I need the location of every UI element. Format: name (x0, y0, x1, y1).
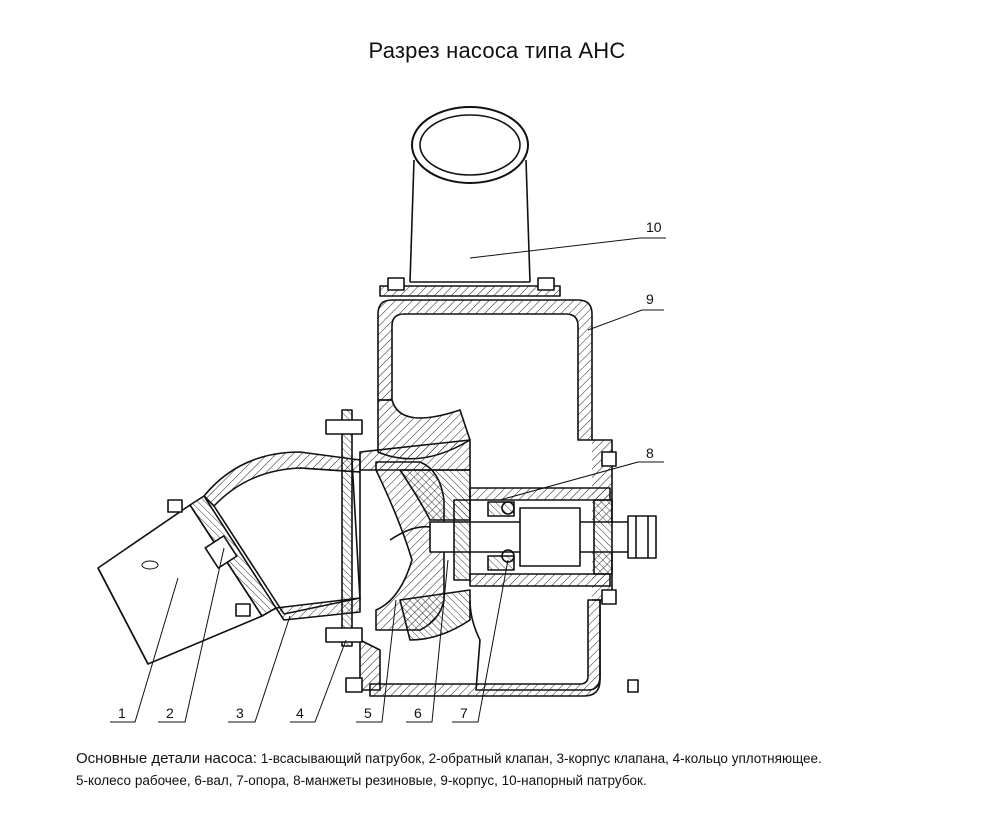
rubber-seals (487, 501, 515, 571)
discharge-pipe (379, 106, 561, 297)
caption-line-2: 5-колесо рабочее, 6-вал, 7-опора, 8-манж… (76, 773, 647, 788)
valve-body (203, 451, 361, 621)
callout-9: 9 (646, 291, 654, 307)
leader-line-6 (406, 559, 449, 723)
callout-5: 5 (364, 705, 372, 721)
diagram-title: Разрез насоса типа АНС (368, 38, 626, 63)
callout-7: 7 (460, 705, 468, 721)
callout-2: 2 (166, 705, 174, 721)
leader-line-10 (469, 237, 666, 259)
sealing-ring (325, 409, 363, 647)
leader-line-7 (452, 559, 509, 723)
impeller (375, 461, 471, 641)
parts-caption: Основные детали насоса: 1-всасывающий па… (76, 748, 976, 792)
caption-lead: Основные детали насоса: (76, 750, 257, 767)
leader-line-4 (290, 639, 347, 723)
callout-3: 3 (236, 705, 244, 721)
callout-10: 10 (646, 219, 662, 235)
leader-line-1 (110, 577, 179, 723)
leader-line-8 (499, 461, 664, 501)
callout-1: 1 (118, 705, 126, 721)
leader-line-9 (587, 309, 664, 331)
callout-4: 4 (296, 705, 304, 721)
callout-8: 8 (646, 445, 654, 461)
leader-line-5 (356, 599, 397, 723)
suction-pipe (97, 504, 263, 665)
callout-6: 6 (414, 705, 422, 721)
leader-line-3 (228, 615, 291, 723)
leader-line-2 (158, 547, 225, 723)
check-valve (167, 495, 277, 617)
caption-line-1: Основные детали насоса: 1-всасывающий па… (76, 748, 976, 770)
caption-text-1: 1-всасывающий патрубок, 2-обратный клапа… (260, 751, 822, 766)
